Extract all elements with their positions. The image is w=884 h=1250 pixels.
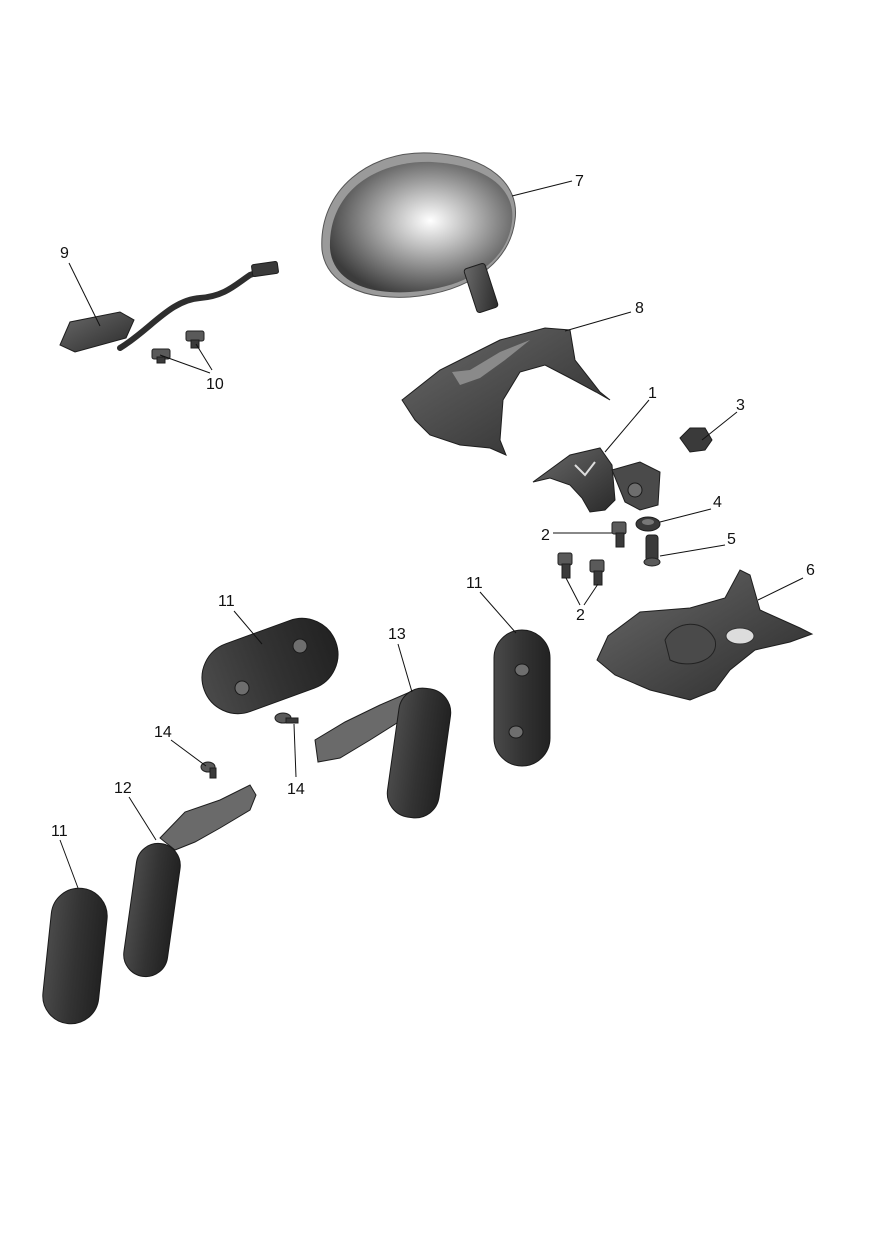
callout-label-2: 2 [576,607,585,624]
lamp-housing-part [401,327,611,456]
reflector-bracket-right-part [314,687,452,819]
callout-label-3: 3 [736,397,745,414]
reflector-part-top [201,617,339,715]
leader-lines [59,180,804,889]
reflector-bracket-left-part [123,784,257,978]
callout-label-4: 4 [713,494,722,511]
callout-label-11: 11 [51,823,68,840]
callout-label-1: 1 [648,385,657,402]
screws-part-10 [151,330,205,364]
screw-part-5 [643,534,661,567]
plate-light-harness-part [59,261,279,353]
callout-labels: 1 2 2 3 4 5 6 7 8 9 10 11 11 11 12 13 14… [51,173,815,840]
callout-label-14: 14 [287,781,305,798]
callout-label-10: 10 [206,376,224,393]
callout-label-14: 14 [154,724,172,741]
mounting-bracket-part [532,447,661,513]
reflector-part-right [493,629,551,767]
callout-label-8: 8 [635,300,644,317]
callout-label-7: 7 [575,173,584,190]
callout-label-11: 11 [218,593,235,610]
callout-label-2: 2 [541,527,550,544]
callout-label-13: 13 [388,626,406,643]
callout-label-5: 5 [727,531,736,548]
reflector-part-bottom [42,887,108,1025]
clip-part [679,427,713,453]
lamp-lens-part [321,152,517,313]
callout-label-11: 11 [466,575,483,592]
callout-label-9: 9 [60,245,69,262]
rivets-part-14 [200,712,299,779]
base-plate-part [596,569,814,701]
callout-label-6: 6 [806,562,815,579]
bolts-part-2 [557,521,627,586]
washer-part [635,516,661,532]
callout-label-12: 12 [114,780,132,797]
